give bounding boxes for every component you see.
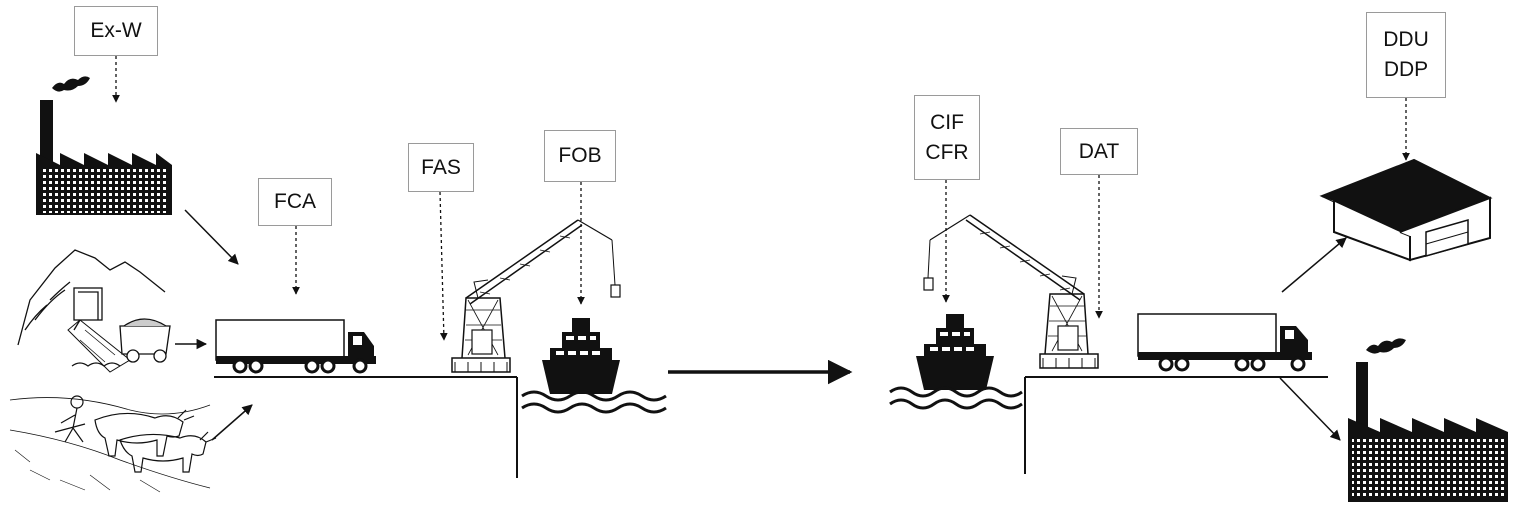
- term-box-fca: FCA: [258, 178, 332, 226]
- import-truck-icon: [1137, 313, 1312, 372]
- left-quay-icon: [214, 376, 518, 478]
- term-label-ex-w: Ex-W: [90, 19, 142, 42]
- origin-arrows: [175, 209, 253, 441]
- term-label-ddp: DDP: [1383, 58, 1429, 81]
- warehouse-icon: [1319, 158, 1493, 262]
- export-ship-icon: [521, 318, 667, 414]
- export-truck-icon: [215, 319, 376, 374]
- right-quay-icon: [1024, 376, 1328, 474]
- term-label-cif: CIF: [930, 110, 964, 134]
- destination-arrows: [1279, 237, 1347, 441]
- term-box-ex-w: Ex-W: [74, 6, 158, 56]
- term-label-ddu: DDU: [1383, 28, 1429, 51]
- mine-icon: [17, 249, 171, 373]
- origin-factory-icon: [36, 76, 172, 215]
- term-label-fca: FCA: [274, 190, 316, 213]
- term-pointers: [112, 56, 1410, 341]
- term-box-cif-cfr: CIF CFR: [914, 95, 980, 180]
- import-ship-icon: [889, 314, 1023, 410]
- term-label-fas: FAS: [421, 155, 461, 179]
- term-box-ddu-ddp: DDU DDP: [1366, 12, 1446, 98]
- term-label-fob: FOB: [558, 144, 602, 167]
- term-box-dat: DAT: [1060, 128, 1138, 175]
- term-label-dat: DAT: [1078, 139, 1120, 163]
- ox-plough-icon: [9, 395, 217, 493]
- import-crane-icon: [923, 214, 1099, 369]
- term-box-fob: FOB: [544, 130, 616, 182]
- export-crane-icon: [451, 219, 621, 373]
- destination-factory-icon: [1348, 338, 1508, 502]
- term-box-fas: FAS: [408, 143, 474, 192]
- term-label-cfr: CFR: [925, 140, 969, 164]
